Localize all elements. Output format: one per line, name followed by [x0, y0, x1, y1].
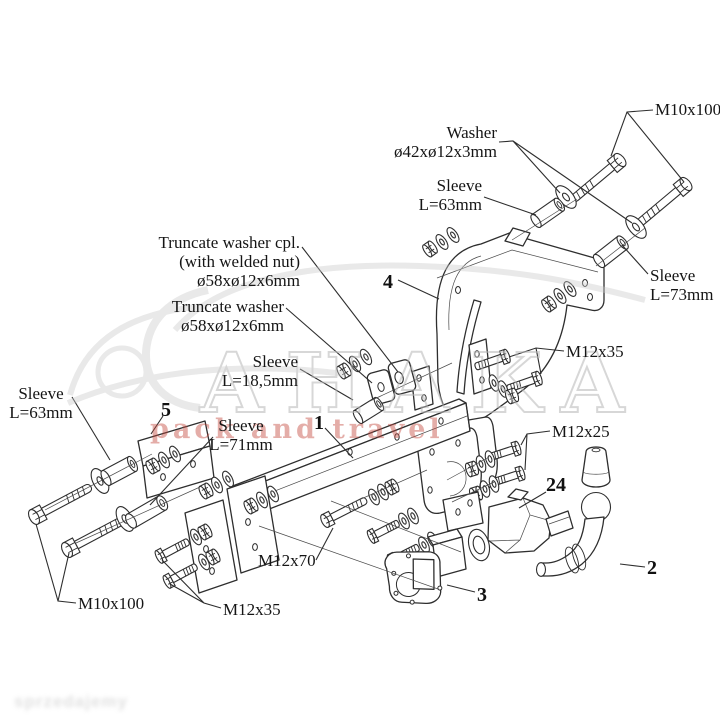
label-m10x100-top: M10x100: [655, 100, 720, 119]
part-number-2: 2: [647, 557, 657, 579]
label-line: Sleeve: [218, 416, 264, 435]
label-line: ø58xø12x6mm: [197, 271, 300, 290]
fasteners-bottom-left: [25, 454, 141, 561]
label-sleeve-185: Sleeve L=18,5mm: [178, 352, 298, 390]
label-line: L=63mm: [418, 195, 482, 214]
label-sleeve-71: Sleeve L=71mm: [200, 416, 282, 454]
label-line: L=18,5mm: [221, 371, 298, 390]
leader-lines: [35, 109, 685, 609]
label-m12x35-bottom: M12x35: [223, 600, 281, 619]
car-silhouette-icon: [66, 262, 646, 412]
label-sleeve-73: Sleeve L=73mm: [650, 266, 713, 304]
label-line: L=73mm: [650, 285, 714, 304]
side-bracket-part5: [137, 420, 215, 499]
label-line: (with welded nut): [179, 252, 300, 271]
coupling-part24: [465, 488, 574, 563]
label-line: L=63mm: [9, 403, 73, 422]
label-line: Sleeve: [650, 266, 696, 285]
label-washer-42: Washer ø42xø12x3mm: [357, 123, 497, 161]
part-number-4: 4: [383, 271, 393, 293]
alignment-lines: [44, 198, 646, 590]
part-number-5: 5: [161, 399, 171, 421]
watermark-logo: AHAKA pack and travel: [66, 262, 646, 445]
label-truncate-washer: Truncate washer ø58xø12x6mm: [124, 297, 284, 335]
label-line: Washer: [446, 123, 497, 142]
label-sleeve-63-top: Sleeve L=63mm: [360, 176, 482, 214]
label-line: Sleeve: [436, 176, 482, 195]
label-line: ø42xø12x3mm: [394, 142, 497, 161]
label-m12x35-right: M12x35: [566, 342, 624, 361]
part-number-3: 3: [477, 584, 487, 606]
label-line: L=71mm: [209, 435, 273, 454]
label-line: Truncate washer: [171, 297, 284, 316]
label-line: Sleeve: [18, 384, 64, 403]
label-truncate-washer-cpl: Truncate washer cpl. (with welded nut) ø…: [135, 233, 300, 290]
label-m10x100-bottom: M10x100: [78, 594, 145, 613]
label-line: Truncate washer cpl.: [158, 233, 300, 252]
label-line: Sleeve: [252, 352, 298, 371]
towball-part2: [537, 446, 611, 576]
socket-plate-part3: [384, 528, 467, 605]
left-mount-plates: [184, 499, 238, 594]
label-m12x25: M12x25: [552, 422, 610, 441]
corner-watermark-text: sprzedajemy: [14, 692, 128, 711]
part-number-1: 1: [314, 412, 324, 434]
watermark-brand-text: AHAKA: [199, 336, 646, 432]
label-sleeve-63-left: Sleeve L=63mm: [6, 384, 76, 422]
watermark-slogan-text: pack and travel: [150, 414, 444, 445]
part-number-24: 24: [546, 474, 566, 496]
label-line: ø58xø12x6mm: [181, 316, 284, 335]
label-m12x70: M12x70: [258, 551, 316, 570]
